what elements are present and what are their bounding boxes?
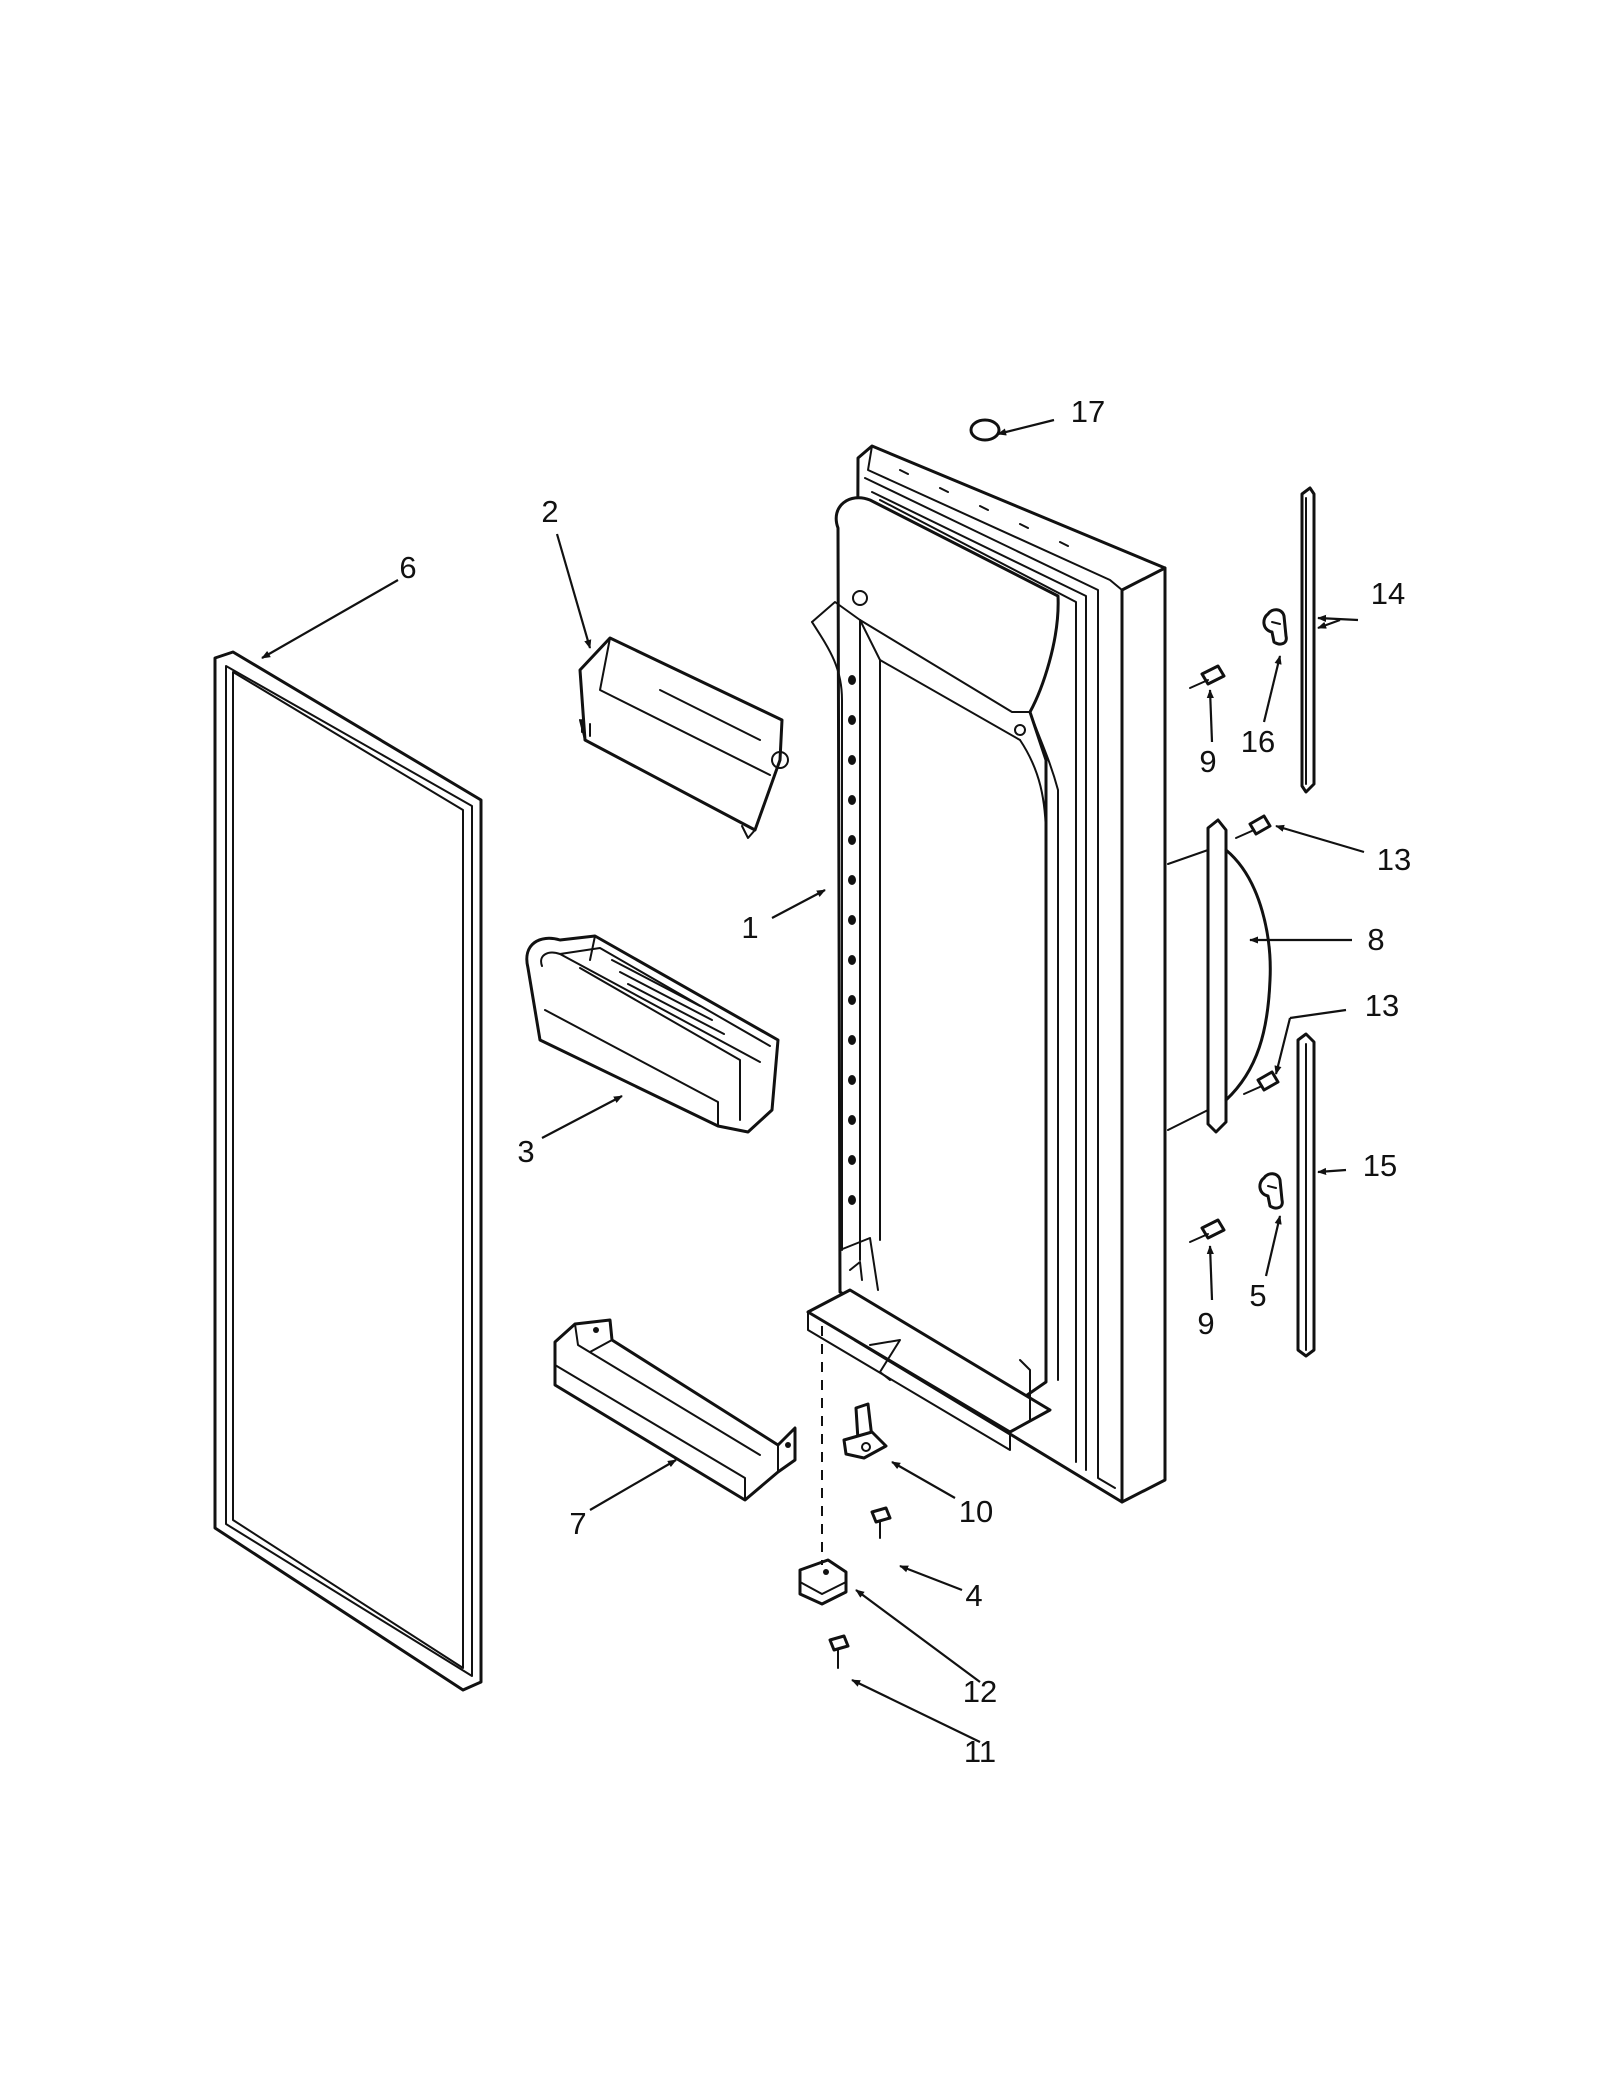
callout-15: 15 [1363,1148,1397,1183]
shelf-holes [848,675,856,1205]
plug-button [969,418,1001,442]
screw-13-upper [1235,814,1272,839]
door-bin-upper [578,636,789,839]
callout-13-lower: 13 [1365,988,1399,1023]
callout-2: 2 [541,494,558,529]
callout-12: 12 [963,1674,997,1709]
trim-strip-upper [1300,486,1316,794]
door-bin-middle [525,934,780,1134]
trim-strip-lower [1296,1032,1316,1358]
callout-5: 5 [1249,1278,1266,1313]
callout-8: 8 [1367,922,1384,957]
screw-13-lower [1243,1070,1280,1095]
callout-4: 4 [965,1578,982,1613]
callout-10: 10 [959,1494,993,1529]
leader-lines [261,418,1365,1743]
hinge-pin [842,1402,888,1460]
door-bin-lower [553,1318,797,1502]
screw-9-upper [1189,664,1226,689]
callout-13-upper: 13 [1377,842,1411,877]
refrigerator-door [806,444,1167,1504]
trim-clip-lower [1258,1172,1284,1210]
door-gasket [213,650,483,1692]
screw-9-lower [1189,1218,1226,1243]
callout-1: 1 [741,910,758,945]
callout-9-lower: 9 [1197,1306,1214,1341]
hinge-screw-4 [870,1506,892,1539]
hinge-bracket-12 [798,1558,848,1606]
door-handle [1167,818,1272,1134]
callout-17: 17 [1071,394,1105,429]
trim-clip-upper [1262,608,1288,646]
callout-9-upper: 9 [1199,744,1216,779]
callout-11: 11 [964,1734,996,1769]
callout-labels: 1 2 3 4 5 6 7 8 9 9 10 11 12 13 13 14 15… [399,394,1411,1769]
callout-14: 14 [1371,576,1405,611]
callout-3: 3 [517,1134,534,1169]
callout-6: 6 [399,550,416,585]
callout-7: 7 [569,1506,586,1541]
hinge-screw-11 [828,1634,850,1669]
callout-16: 16 [1241,724,1275,759]
